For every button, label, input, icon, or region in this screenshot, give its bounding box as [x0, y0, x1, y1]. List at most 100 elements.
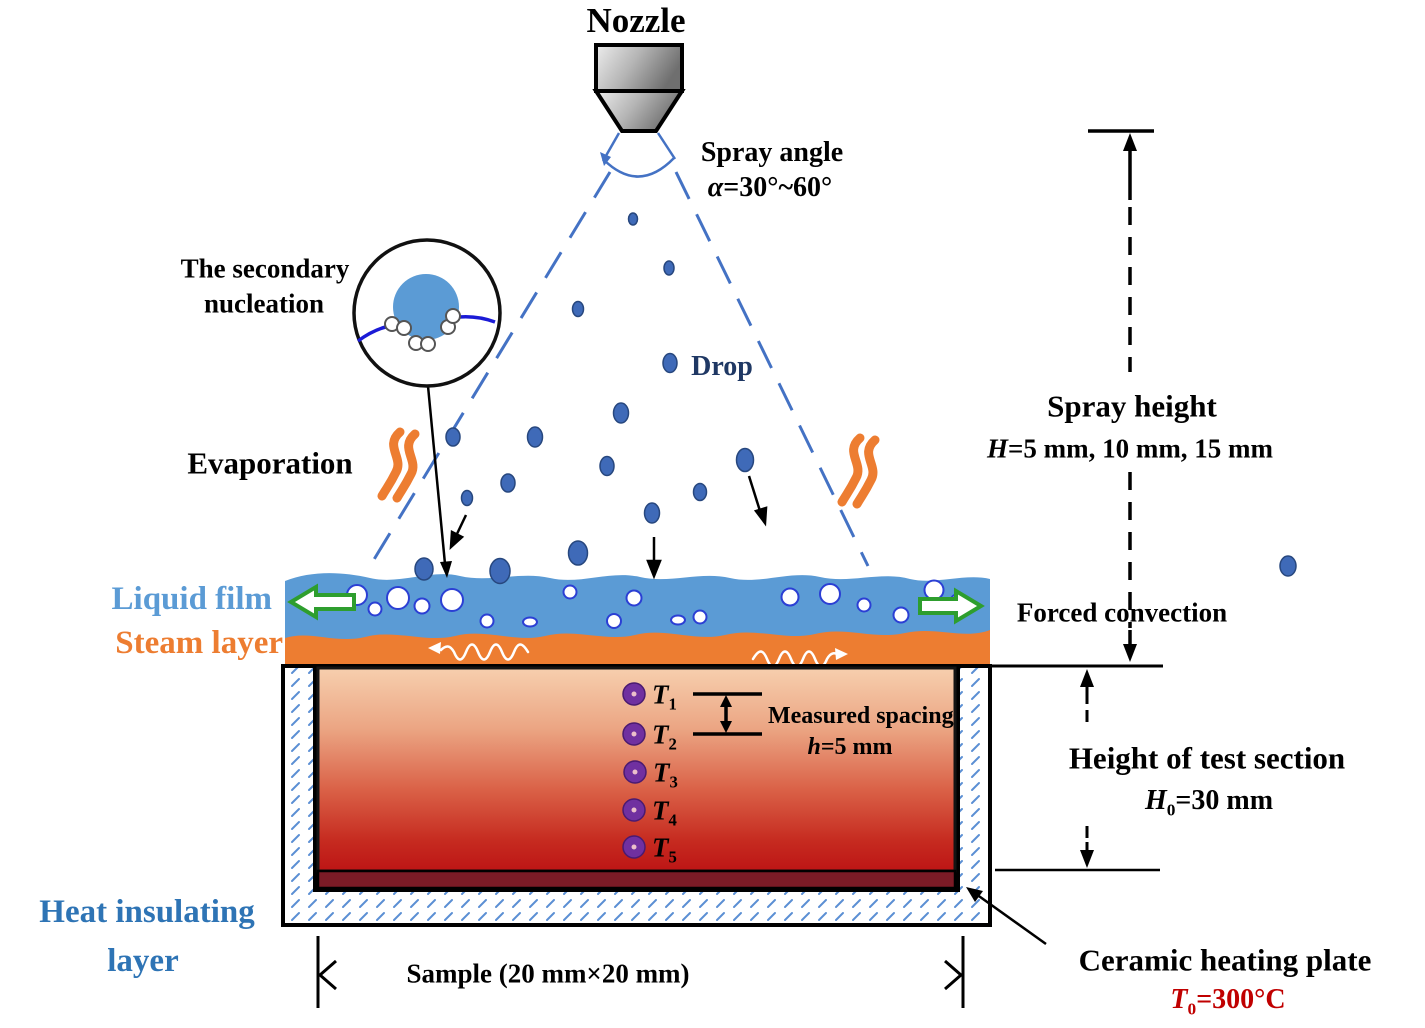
spray-cone-right-dashed — [674, 171, 870, 567]
spray-drops — [414, 212, 1297, 585]
spray-drop — [500, 473, 516, 493]
evaporation-squiggles — [377, 427, 880, 509]
flow-arrow-left — [287, 583, 356, 621]
thermocouple-dot — [622, 722, 646, 746]
evaporation-squiggle-left — [377, 427, 405, 501]
spray-drop — [489, 557, 511, 585]
spray-angle-arc-arrowhead — [600, 152, 611, 166]
spray-drop — [599, 455, 615, 477]
sample-dimension — [316, 936, 965, 1008]
spray-drop — [612, 402, 630, 424]
thermocouple-label-t3: T3 — [653, 757, 678, 792]
thermocouple-label-t2: T2 — [652, 719, 677, 754]
drop-motion-arrows — [449, 475, 768, 580]
film-bubble — [440, 588, 464, 612]
evaporation-squiggle-left — [392, 429, 420, 503]
ceramic-pointer-line — [975, 892, 1047, 946]
spray-drop — [643, 502, 661, 524]
magnifier-film-curve-right — [458, 315, 496, 324]
thermocouple-label-t1: T1 — [652, 679, 677, 714]
test-height-dimension — [995, 669, 1160, 872]
magnifier-pointer-line — [426, 385, 447, 565]
steam-wave-arrow-left — [431, 643, 530, 661]
nucleation-bubble — [396, 320, 412, 336]
test-height-arrow-up — [1080, 669, 1094, 687]
spray-angle-value: α=30°~60° — [707, 171, 833, 203]
nucleation-bubble — [420, 336, 436, 352]
ceramic-pointer-arrowhead — [966, 887, 983, 902]
spray-height-arrow-up — [1123, 133, 1137, 151]
measured-spacing-label: Measured spacing — [768, 703, 954, 730]
nozzle-label: Nozzle — [586, 1, 686, 41]
evaporation-squiggle-right — [852, 435, 880, 509]
steam-layer-label: Steam layer — [115, 625, 283, 662]
insulation-container — [281, 664, 992, 927]
film-bubble — [367, 601, 383, 617]
secondary-nucleation-label-line1: The secondary — [180, 253, 350, 284]
film-bubble — [819, 583, 841, 605]
liquid-film-label: Liquid film — [111, 581, 272, 618]
spray-angle-label: Spray angle — [700, 136, 844, 168]
spray-cone-left-dashed — [368, 171, 612, 567]
test-height-title: Height of test section — [1068, 740, 1346, 776]
nucleation-bubble — [445, 308, 461, 324]
spray-drop — [663, 260, 675, 276]
sample-dim-arrow-right — [944, 959, 964, 991]
spray-drop — [571, 300, 585, 318]
ceramic-heating-plate — [316, 869, 957, 890]
drop-motion-arrowhead — [449, 530, 465, 551]
film-bubble — [625, 589, 643, 607]
spray-drop — [567, 540, 589, 566]
film-bubble — [670, 614, 686, 626]
evaporation-squiggle-right — [837, 433, 865, 507]
film-bubble — [606, 613, 622, 629]
film-bubble — [923, 579, 945, 601]
spray-cone-tip-right — [656, 132, 677, 160]
evaporation-label: Evaporation — [187, 445, 353, 481]
spray-cone — [368, 132, 870, 567]
sample-label: Sample (20 mm×20 mm) — [406, 958, 690, 989]
film-bubble — [562, 584, 578, 600]
drop-motion-arrow — [454, 514, 468, 537]
drop-label: Drop — [691, 350, 753, 382]
thermocouple-dot — [622, 682, 646, 706]
magnifier-bubbles — [384, 308, 461, 352]
film-bubble — [856, 597, 872, 613]
drop-motion-arrowhead — [646, 559, 662, 580]
measured-spacing-arrow-up — [720, 695, 732, 707]
test-height-arrow-down — [1080, 850, 1094, 868]
spray-drop — [526, 426, 544, 448]
spray-drop — [445, 427, 461, 447]
spray-height-value: H=5 mm, 10 mm, 15 mm — [986, 433, 1274, 464]
spray-drop — [692, 482, 708, 502]
test-height-value: H0=30 mm — [1144, 784, 1274, 820]
heat-insulating-label-line2: layer — [107, 943, 179, 980]
liquid-film-band — [285, 573, 990, 640]
steam-wave-arrowhead-left — [428, 642, 441, 654]
thermocouple-label-t5: T5 — [652, 832, 677, 867]
film-bubble — [479, 613, 495, 629]
measured-spacing-arrow-down — [720, 721, 732, 733]
spray-drop — [414, 557, 434, 581]
nozzle-body — [592, 43, 686, 133]
spray-height-title: Spray height — [1047, 388, 1217, 424]
spray-height-arrow-down — [1123, 644, 1137, 662]
magnifier-pointer-arrowhead — [440, 561, 452, 578]
secondary-nucleation-magnifier — [352, 238, 502, 578]
thermocouple-dot — [622, 798, 646, 822]
ceramic-plate-label: Ceramic heating plate — [1078, 942, 1372, 978]
film-bubble — [692, 609, 708, 625]
film-bubble — [386, 586, 410, 610]
ceramic-plate-temperature: T0=300°C — [1170, 983, 1286, 1019]
drop-motion-arrow — [747, 475, 762, 512]
thermocouple-dot — [623, 760, 647, 784]
secondary-nucleation-label-line2: nucleation — [203, 288, 325, 319]
drop-motion-arrowhead — [753, 506, 768, 527]
heat-insulating-label-line1: Heat insulating — [39, 894, 255, 931]
forced-convection-label: Forced convection — [1016, 597, 1228, 628]
steam-wave-arrowhead-right — [835, 648, 848, 660]
sample-dim-arrow-left — [317, 959, 337, 991]
spray-angle-arc — [603, 157, 675, 178]
film-bubble — [780, 587, 800, 607]
